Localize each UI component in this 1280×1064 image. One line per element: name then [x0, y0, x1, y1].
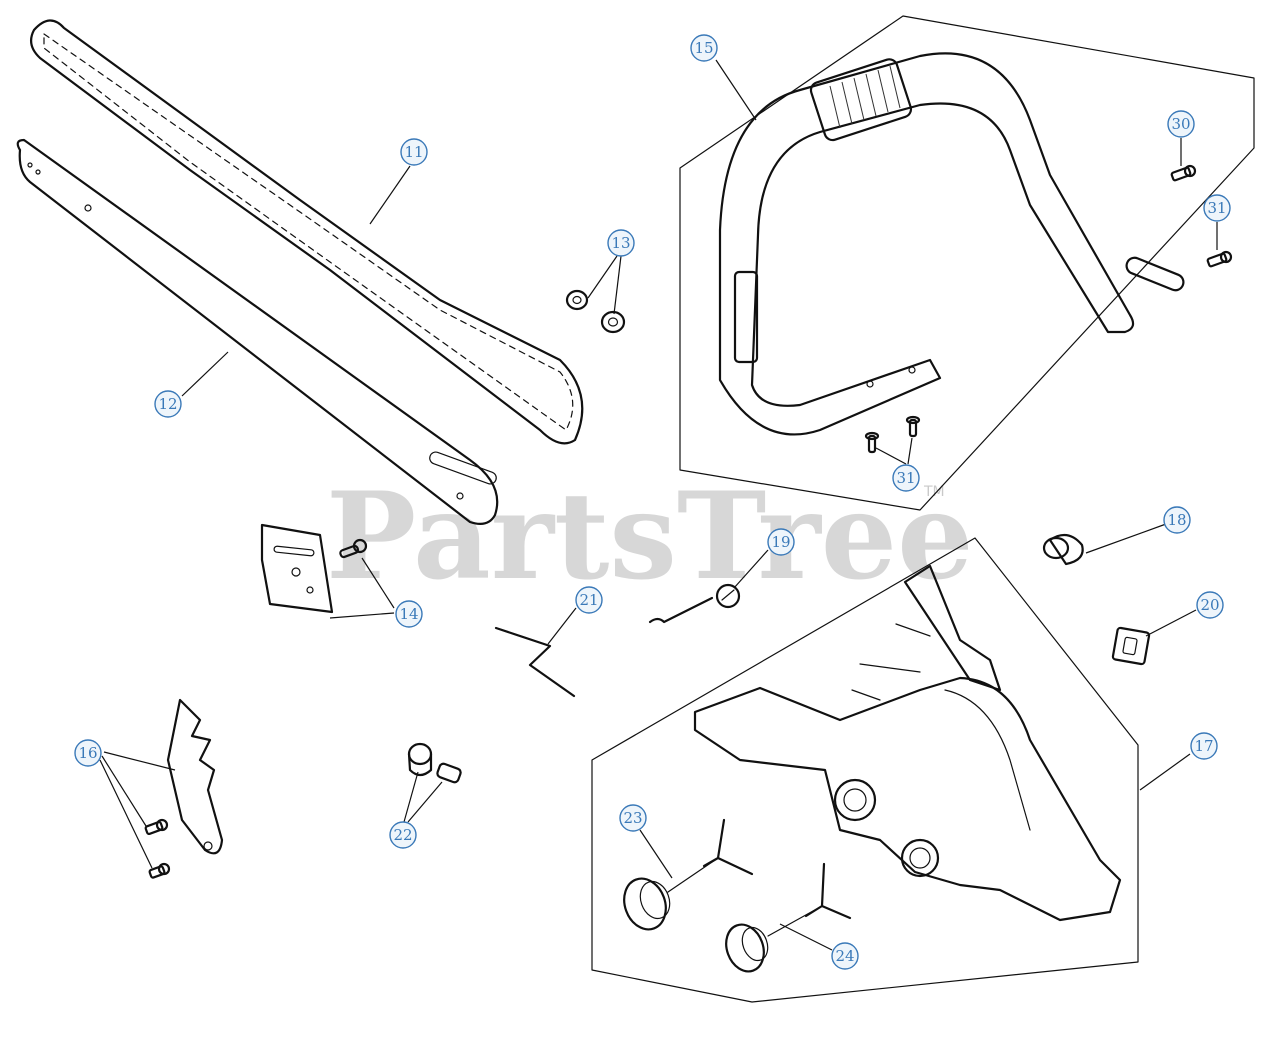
leader-lines	[99, 59, 1218, 951]
svg-text:17: 17	[1194, 737, 1213, 755]
watermark-text: PartsTree	[326, 466, 973, 607]
housing-group-outline	[591, 537, 1139, 1003]
callout-15: 15	[690, 34, 718, 62]
callout-19: 19	[767, 528, 795, 556]
callout-31-bottom: 31	[892, 464, 920, 492]
screw-30	[1170, 164, 1197, 182]
bushings	[407, 742, 462, 784]
handle-group-outline	[679, 15, 1255, 511]
svg-text:20: 20	[1200, 596, 1219, 614]
svg-text:12: 12	[158, 395, 177, 413]
callout-17: 17	[1190, 732, 1218, 760]
primer-bulb	[1042, 533, 1084, 566]
svg-text:31: 31	[1207, 199, 1226, 217]
svg-text:21: 21	[579, 591, 598, 609]
callout-21: 21	[575, 586, 603, 614]
bumper-spike	[144, 698, 224, 879]
callout-31-right: 31	[1203, 194, 1231, 222]
svg-text:22: 22	[393, 826, 412, 844]
callout-13: 13	[607, 229, 635, 257]
handle-strap	[1125, 256, 1185, 292]
svg-text:18: 18	[1167, 511, 1186, 529]
callout-20: 20	[1196, 591, 1224, 619]
guide-bar	[16, 138, 499, 525]
callout-30: 30	[1167, 110, 1195, 138]
watermark: PartsTree TM	[326, 466, 973, 607]
screw-31-bottom-right	[905, 415, 921, 438]
svg-text:24: 24	[835, 947, 854, 965]
wire-spring	[494, 626, 576, 698]
front-handle	[718, 52, 1135, 436]
oil-cap	[725, 862, 852, 973]
handle-screws	[864, 164, 1233, 454]
callout-24: 24	[831, 942, 859, 970]
svg-text:14: 14	[399, 605, 418, 623]
callout-14: 14	[395, 600, 423, 628]
screw-31-right	[1206, 250, 1233, 268]
side-plate	[260, 523, 368, 614]
svg-text:19: 19	[771, 533, 790, 551]
chain-brake-pin	[648, 583, 741, 624]
svg-text:15: 15	[694, 39, 713, 57]
svg-text:30: 30	[1171, 115, 1190, 133]
callout-16: 16	[74, 739, 102, 767]
callout-11: 11	[400, 138, 428, 166]
svg-text:13: 13	[611, 234, 630, 252]
saw-chain	[29, 19, 584, 445]
svg-text:16: 16	[78, 744, 97, 762]
brake-housing	[693, 564, 1122, 922]
svg-text:23: 23	[623, 809, 642, 827]
screw-31-bottom-left	[864, 431, 880, 454]
callout-23: 23	[619, 804, 647, 832]
svg-text:31: 31	[896, 469, 915, 487]
callout-18: 18	[1163, 506, 1191, 534]
stop-switch	[1111, 626, 1151, 666]
washers	[565, 289, 626, 334]
callout-22: 22	[389, 821, 417, 849]
watermark-trademark: TM	[923, 484, 945, 500]
callout-12: 12	[154, 390, 182, 418]
fuel-cap	[623, 818, 754, 931]
svg-text:11: 11	[404, 143, 423, 161]
